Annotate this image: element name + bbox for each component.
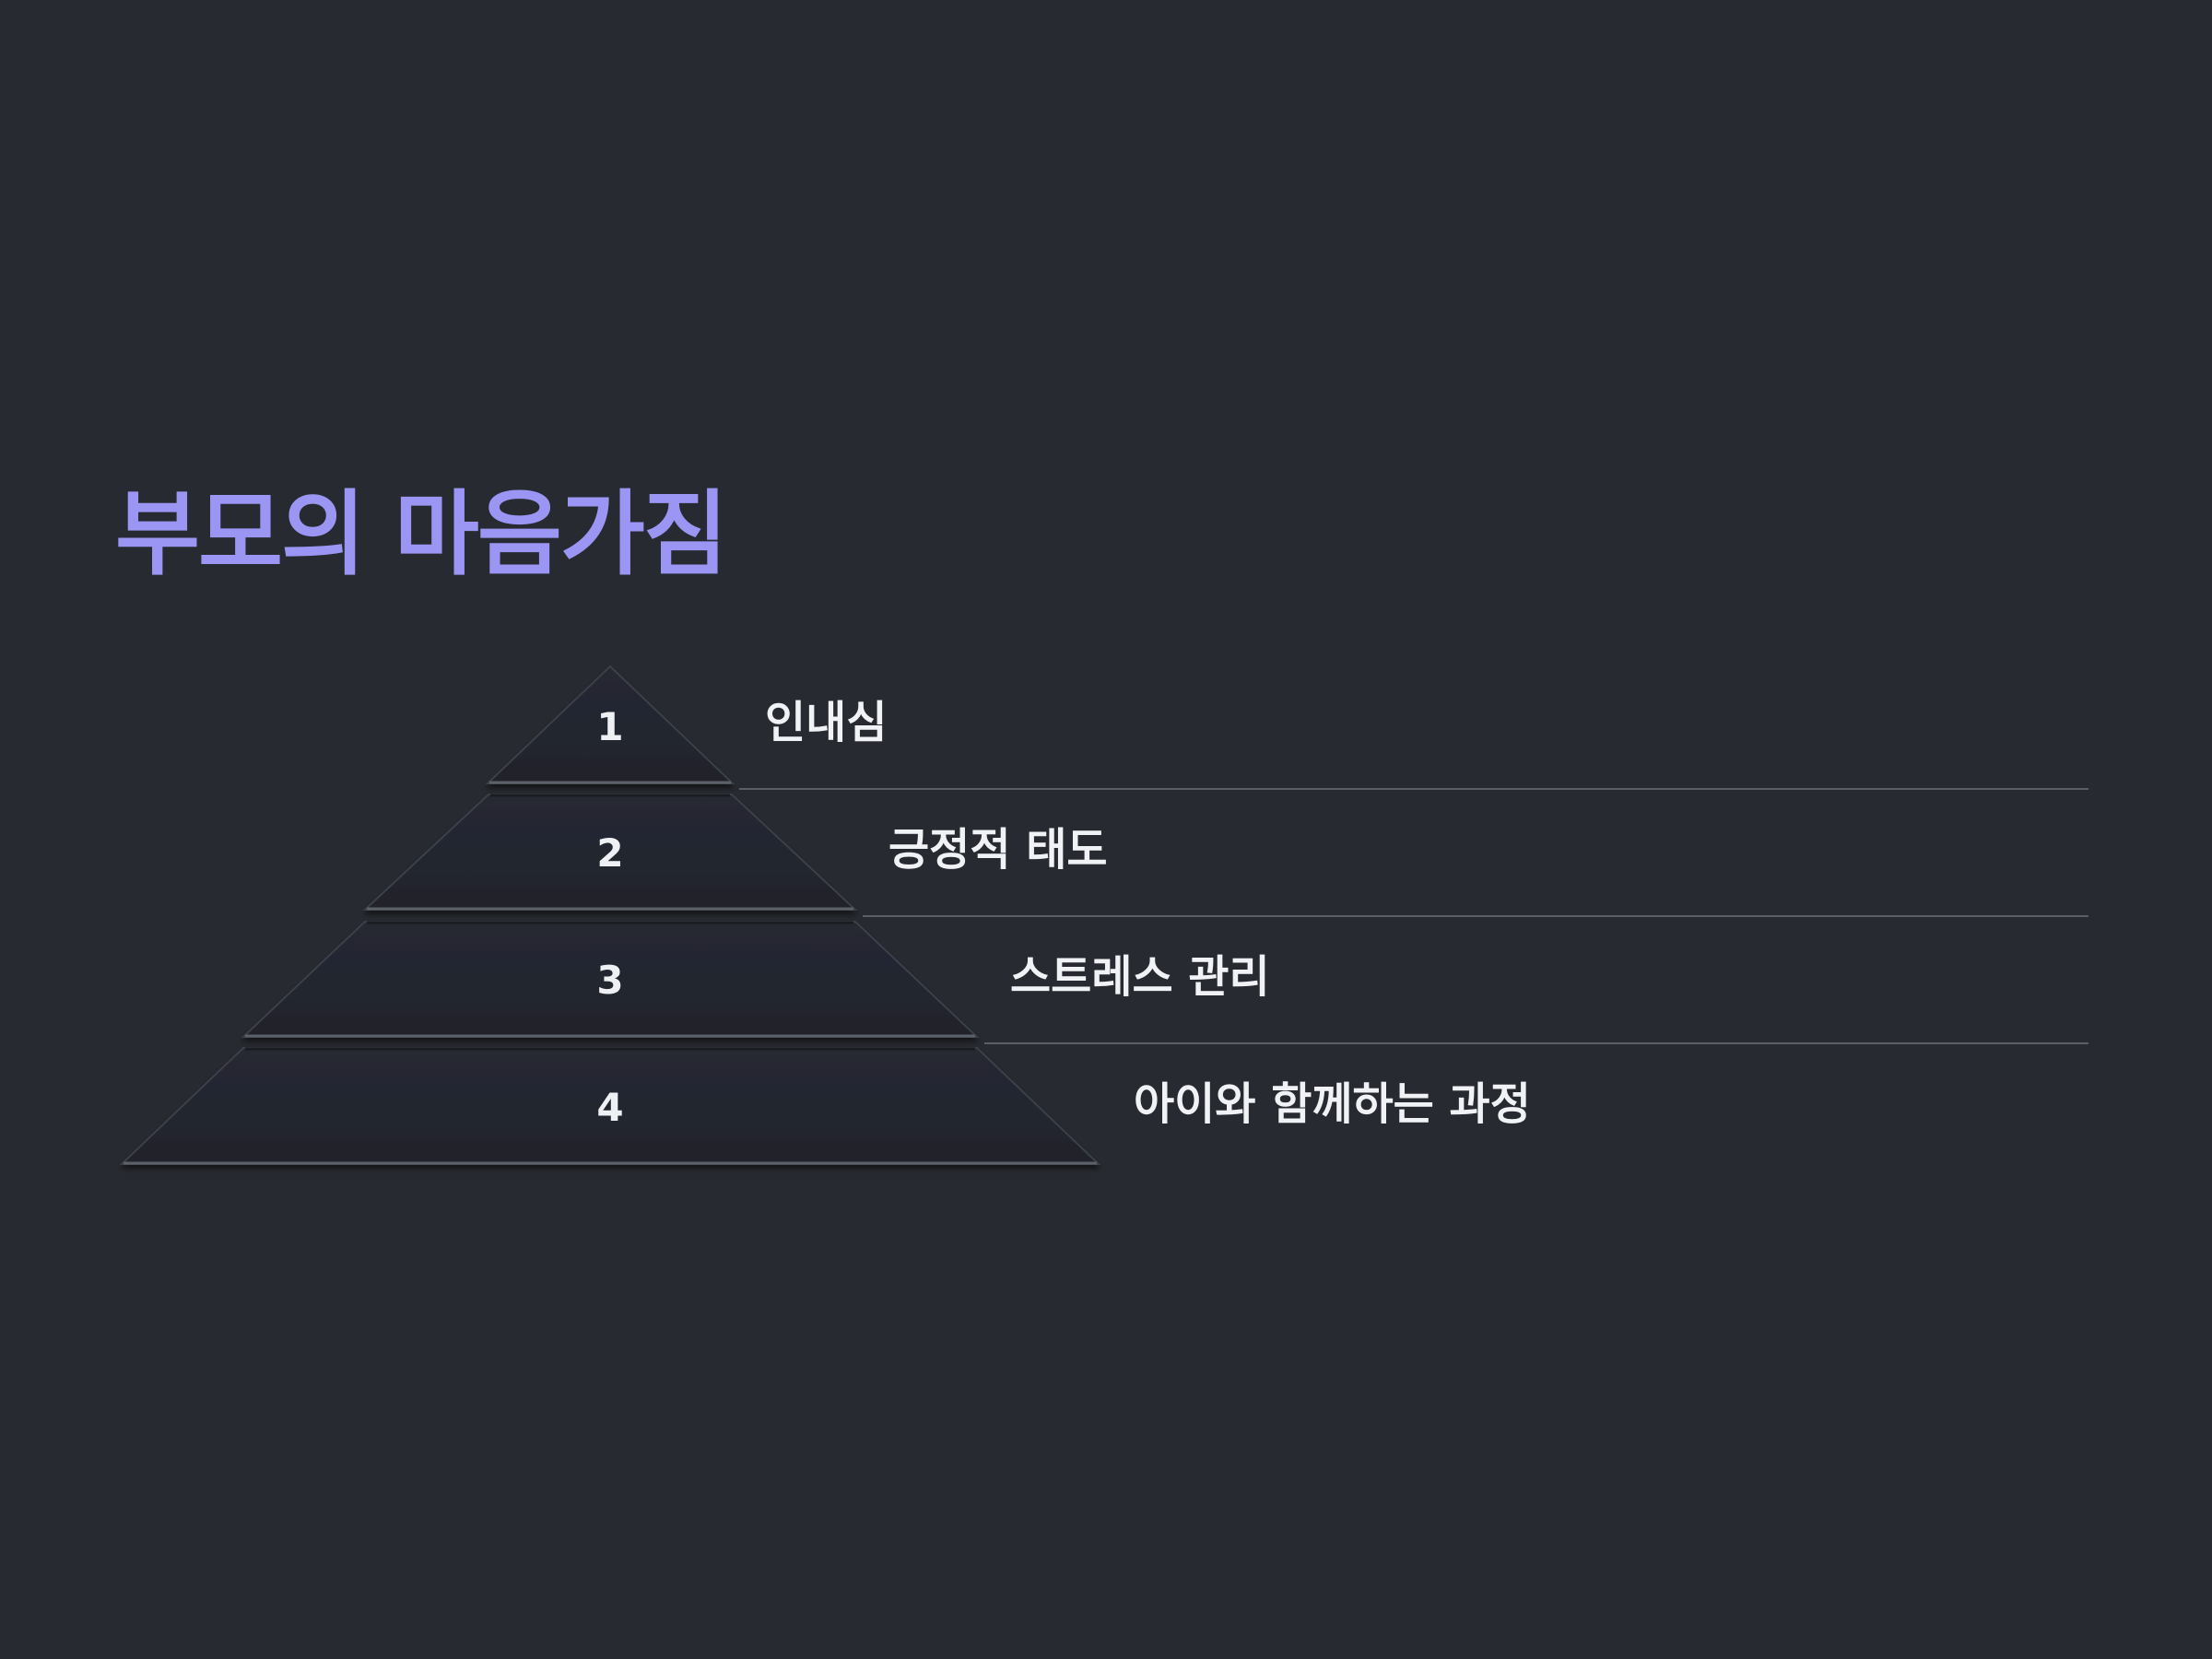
- level-number-4: 4: [596, 1085, 623, 1130]
- pyramid-level-1: 1: [485, 665, 735, 784]
- level-number-2: 2: [596, 830, 623, 876]
- page-title: 부모의 마음가짐: [115, 480, 728, 588]
- pyramid-level-4: 4: [119, 1047, 1101, 1165]
- pyramid-level-2: 2: [362, 794, 858, 911]
- level-label-1: 인내심: [765, 697, 888, 748]
- level-label-3: 스트레스 관리: [1010, 951, 1270, 1003]
- level-number-1: 1: [596, 704, 623, 749]
- level-label-2: 긍정적 태도: [888, 824, 1108, 876]
- level-label-4: 아이와 함께하는 과정: [1134, 1078, 1531, 1130]
- pyramid-level-3: 3: [241, 921, 980, 1038]
- level-number-3: 3: [596, 958, 623, 1003]
